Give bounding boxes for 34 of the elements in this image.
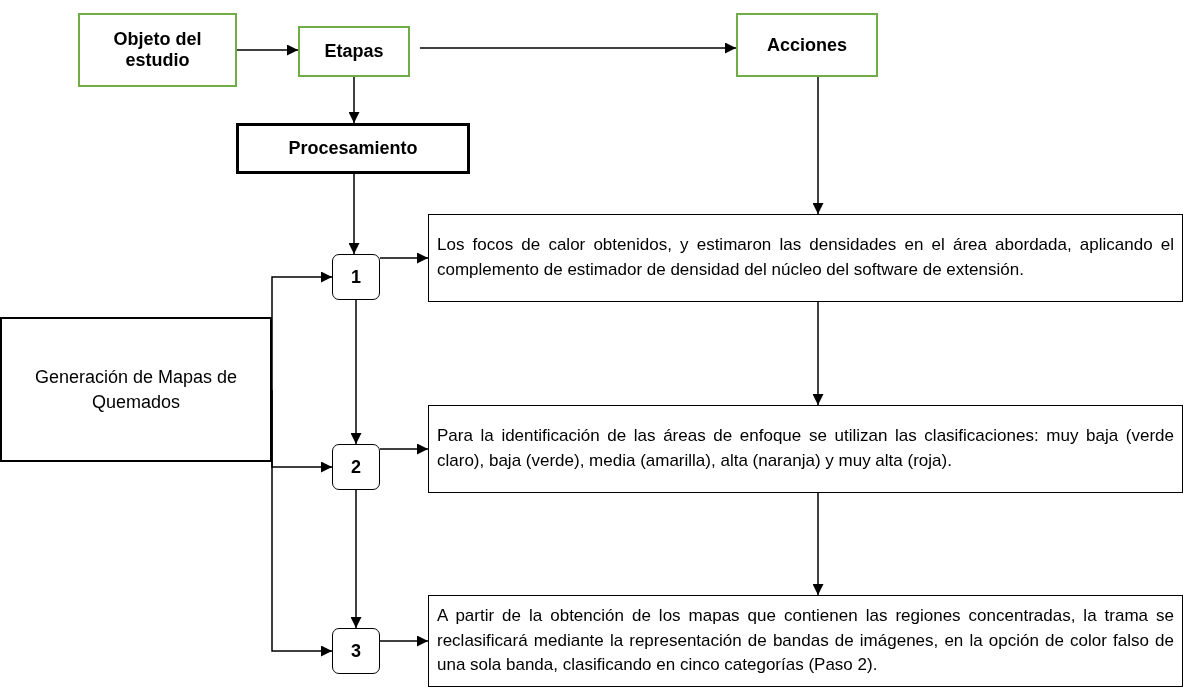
stage-box bbox=[298, 26, 410, 77]
arrow bbox=[812, 492, 824, 596]
step-box bbox=[332, 254, 380, 300]
arrow bbox=[379, 252, 429, 264]
node-label: Objeto del estudio bbox=[112, 29, 203, 71]
arrow bbox=[350, 489, 362, 629]
arrow bbox=[379, 443, 429, 455]
arrow bbox=[236, 44, 299, 56]
step-number: 1 bbox=[351, 266, 361, 288]
node-label: Para la identificación de las áreas de enfoque se utilizan las clasificaciones: muy baja (verde claro), baja (verde), media (amarilla), alta (naranja) y muy alta (roja). bbox=[437, 425, 1174, 472]
node-label: Acciones bbox=[766, 34, 847, 56]
stage-box bbox=[736, 13, 878, 77]
node-label: A partir de la obtención de los mapas que contienen las regiones concentradas, la trama se reclasificará mediante la representación de bandas de imágenes, en la opción de color falso de una sola banda, clasificando en cinco categorías (Paso 2). bbox=[437, 605, 1174, 677]
description-box bbox=[428, 214, 1183, 302]
node-label: Los focos de calor obtenidos, y estimaron las densidades en el área abordada, aplicando el complemento de estimador de densidad del núcleo del software de extensión. bbox=[437, 234, 1174, 281]
process-box bbox=[236, 123, 470, 174]
step-box bbox=[332, 628, 380, 674]
step-number: 3 bbox=[351, 640, 361, 662]
process-box bbox=[0, 317, 272, 462]
description-box bbox=[428, 595, 1183, 687]
arrow bbox=[419, 42, 737, 54]
arrow bbox=[348, 173, 360, 255]
node-label: Etapas bbox=[324, 41, 384, 62]
stage-box bbox=[78, 13, 237, 87]
arrow bbox=[812, 301, 824, 406]
node-label: Generación de Mapas de Quemados bbox=[33, 366, 239, 414]
description-box bbox=[428, 405, 1183, 493]
arrow bbox=[812, 76, 824, 215]
arrow bbox=[348, 76, 360, 124]
node-label: Procesamiento bbox=[288, 138, 418, 159]
step-box bbox=[332, 444, 380, 490]
step-number: 2 bbox=[351, 456, 361, 478]
arrow bbox=[379, 635, 429, 647]
arrow bbox=[350, 299, 362, 445]
